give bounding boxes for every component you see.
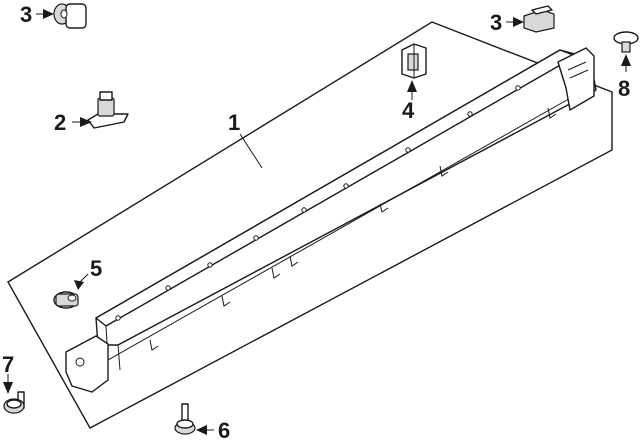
arrow-4 bbox=[407, 80, 417, 92]
arrow-6 bbox=[196, 425, 207, 435]
callout-4: 4 bbox=[402, 98, 415, 123]
callout-5: 5 bbox=[90, 256, 102, 281]
arrow-5 bbox=[74, 280, 84, 290]
bolt bbox=[174, 403, 196, 435]
callout-6: 6 bbox=[218, 418, 230, 440]
arrow-3-right bbox=[513, 17, 524, 27]
leader-1 bbox=[239, 133, 263, 169]
callout-3-left: 3 bbox=[20, 2, 32, 27]
callout-8: 8 bbox=[618, 76, 630, 101]
rocker-moulding bbox=[65, 47, 597, 393]
callout-1: 1 bbox=[228, 110, 240, 135]
screw bbox=[3, 391, 25, 414]
arrow-2 bbox=[80, 117, 92, 127]
push-retainer bbox=[53, 291, 79, 309]
cap-nut-right bbox=[523, 5, 555, 33]
retainer-clip bbox=[401, 43, 427, 79]
arrow-7 bbox=[3, 382, 13, 394]
callout-2: 2 bbox=[54, 110, 66, 135]
callout-3-right: 3 bbox=[490, 10, 502, 35]
pin-clip bbox=[613, 31, 639, 53]
assembly-outline bbox=[7, 21, 613, 429]
cap-nut-left bbox=[53, 3, 87, 29]
arrow-8 bbox=[621, 54, 631, 66]
callout-7: 7 bbox=[2, 352, 14, 377]
arrow-3-left bbox=[43, 9, 54, 19]
nut-clip bbox=[87, 91, 129, 129]
